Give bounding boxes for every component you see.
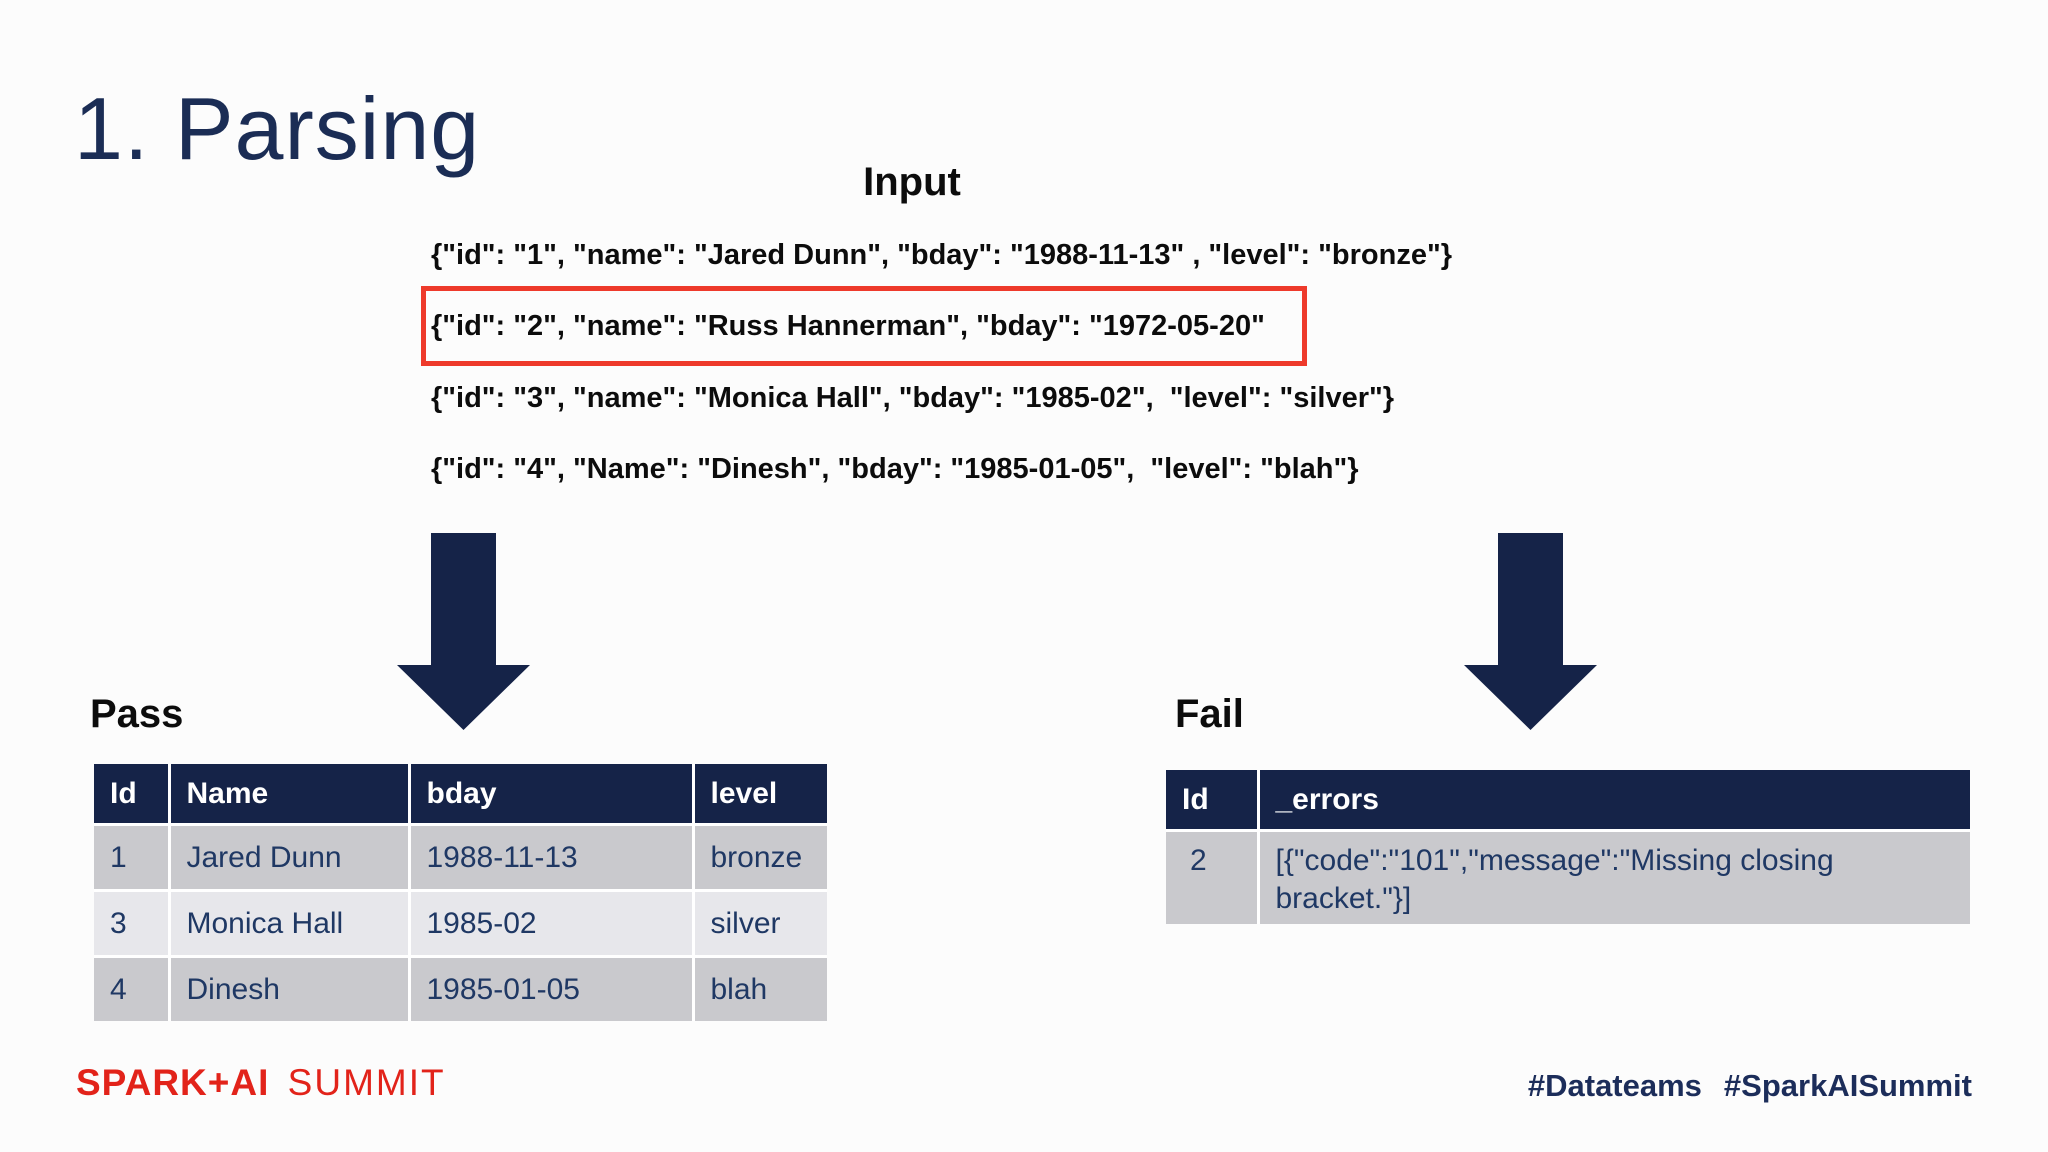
cell-errors: [{"code":"101","message":"Missing closin… (1256, 829, 1970, 924)
hashtags: #Datateams #SparkAISummit (1528, 1068, 1972, 1104)
fail-header-errors: _errors (1256, 770, 1970, 832)
page-title: 1. Parsing (74, 79, 481, 178)
cell-level: bronze (691, 823, 827, 892)
hashtag-datateams: #Datateams (1527, 1068, 1702, 1103)
down-arrow-icon (397, 533, 530, 730)
cell-id: 4 (94, 955, 171, 1021)
cell-level: silver (691, 889, 827, 958)
error-highlight-box: {"id": "2", "name": "Russ Hannerman", "b… (421, 286, 1307, 366)
cell-name: Jared Dunn (167, 823, 411, 892)
cell-bday: 1985-02 (407, 889, 695, 958)
logo-secondary-text: SUMMIT (287, 1062, 446, 1103)
pass-table: Id Name bday level 1 Jared Dunn 1988-11-… (94, 764, 827, 1021)
table-row: 3 Monica Hall 1985-02 silver (94, 889, 827, 958)
cell-bday: 1985-01-05 (407, 955, 695, 1021)
input-heading: Input (863, 160, 961, 204)
cell-name: Monica Hall (167, 889, 411, 958)
fail-table-header-row: Id _errors (1166, 770, 1970, 832)
hashtag-sparkaisummit: #SparkAISummit (1723, 1068, 1972, 1103)
table-row: 4 Dinesh 1985-01-05 blah (94, 955, 827, 1021)
cell-id: 1 (94, 823, 171, 892)
json-record-1: {"id": "1", "name": "Jared Dunn", "bday"… (431, 239, 1452, 271)
json-record-4: {"id": "4", "Name": "Dinesh", "bday": "1… (431, 453, 1359, 485)
json-record-2: {"id": "2", "name": "Russ Hannerman", "b… (431, 310, 1265, 342)
pass-table-header-row: Id Name bday level (94, 764, 827, 826)
table-row: 2 [{"code":"101","message":"Missing clos… (1166, 829, 1970, 924)
spark-ai-summit-logo: SPARK+AI SUMMIT (76, 1062, 446, 1104)
fail-table: Id _errors 2 [{"code":"101","message":"M… (1166, 770, 1970, 924)
logo-primary-text: SPARK+AI (76, 1062, 270, 1103)
pass-header-name: Name (167, 764, 411, 826)
cell-id: 2 (1166, 829, 1260, 924)
down-arrow-icon (1464, 533, 1597, 730)
table-row: 1 Jared Dunn 1988-11-13 bronze (94, 823, 827, 892)
fail-label: Fail (1175, 692, 1244, 736)
cell-id: 3 (94, 889, 171, 958)
pass-header-level: level (691, 764, 827, 826)
json-record-3: {"id": "3", "name": "Monica Hall", "bday… (431, 382, 1395, 414)
cell-name: Dinesh (167, 955, 411, 1021)
fail-header-id: Id (1166, 770, 1260, 832)
cell-level: blah (691, 955, 827, 1021)
cell-bday: 1988-11-13 (407, 823, 695, 892)
pass-header-bday: bday (407, 764, 695, 826)
pass-label: Pass (90, 692, 184, 736)
pass-header-id: Id (94, 764, 171, 826)
